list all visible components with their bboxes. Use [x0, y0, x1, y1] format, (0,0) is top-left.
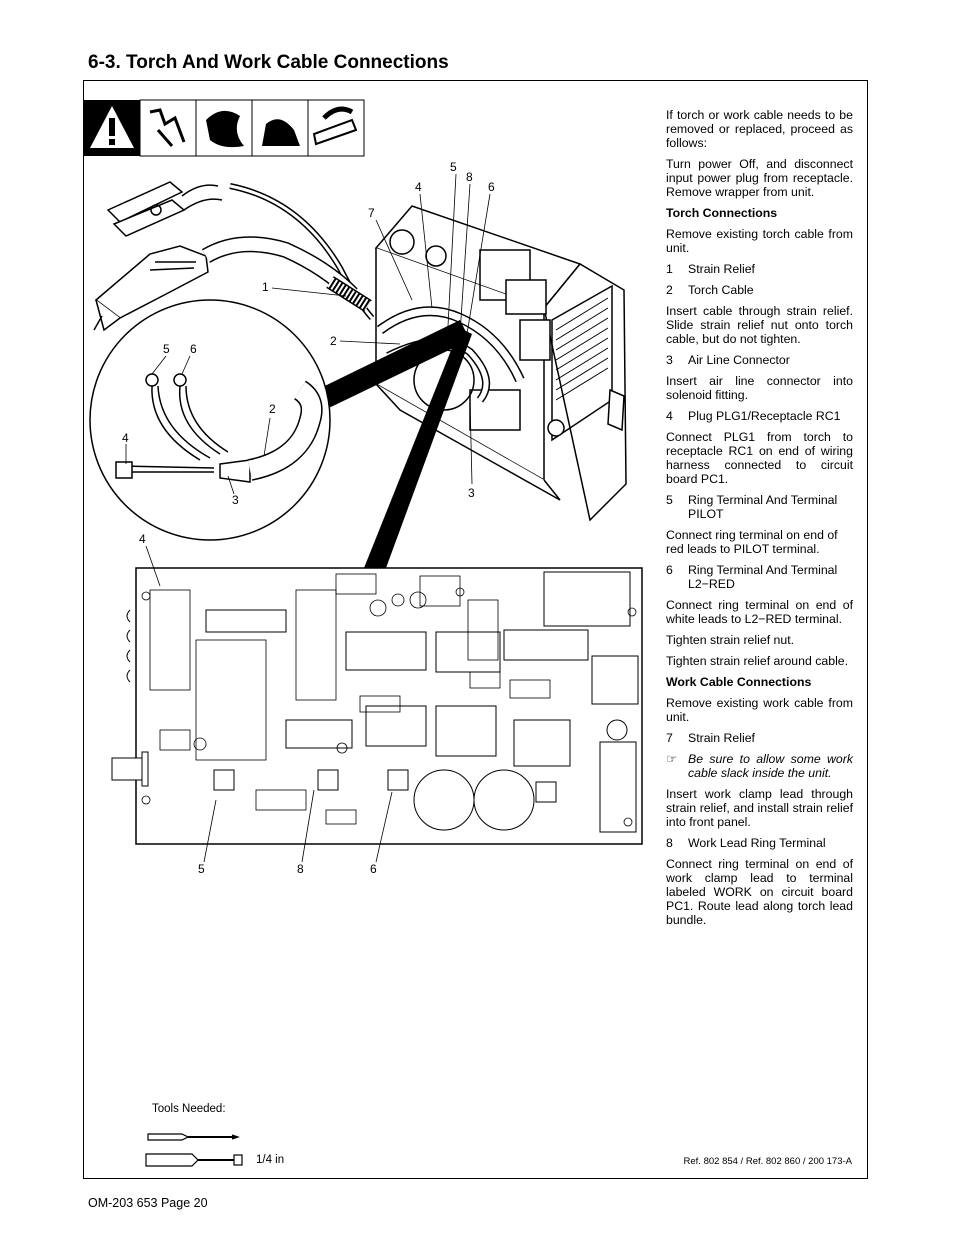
reference-number: Ref. 802 854 / Ref. 802 860 / 200 173-A	[683, 1156, 852, 1167]
callout-2-circle: 2	[269, 402, 276, 416]
callout-6-circle: 6	[190, 342, 197, 356]
instructions-column: If torch or work cable needs to be remov…	[666, 108, 853, 934]
tool-size-label: 1/4 in	[256, 1154, 285, 1166]
pointing-hand-icon: ☞	[666, 752, 678, 766]
connect-red-text: Connect ring terminal on end of red lead…	[666, 528, 838, 556]
work-connections-heading: Work Cable Connections	[666, 675, 812, 689]
callout-7-top: 7	[368, 206, 375, 220]
callout-1-top: 1	[262, 280, 269, 294]
intro-text: If torch or work cable needs to be remov…	[666, 108, 853, 150]
remove-torch-text: Remove existing torch cable from unit.	[666, 227, 853, 255]
note: ☞Be sure to allow some work cable slack …	[666, 752, 853, 780]
leader-lines	[125, 173, 491, 863]
plasma-torch	[93, 236, 372, 332]
callout-4-circle: 4	[122, 431, 129, 445]
page-footer: OM-203 653 Page 20	[88, 1196, 208, 1210]
callout-5-top: 5	[450, 160, 457, 174]
remove-work-text: Remove existing work cable from unit.	[666, 696, 853, 724]
callout-5-circle: 5	[163, 342, 170, 356]
tools-needed-label: Tools Needed:	[152, 1103, 226, 1115]
callout-5-bottom: 5	[198, 862, 205, 876]
callout-3-top: 3	[468, 486, 475, 500]
callout-6-top: 6	[488, 180, 495, 194]
callout-6-bottom: 6	[370, 862, 377, 876]
connect-plg-text: Connect PLG1 from torch to receptacle RC…	[666, 430, 853, 486]
tighten-relief-text: Tighten strain relief around cable.	[666, 654, 849, 668]
torch-connections-heading: Torch Connections	[666, 206, 778, 220]
safety-symbols	[84, 99, 365, 157]
power-off-text: Turn power Off, and disconnect input pow…	[666, 157, 853, 199]
detail-pointers	[296, 320, 472, 568]
connect-work-text: Connect ring terminal on end of work cla…	[666, 857, 853, 927]
callout-8-top: 8	[466, 170, 473, 184]
content-frame	[83, 80, 868, 1179]
tools-graphic	[145, 1133, 243, 1167]
callout-4-board: 4	[139, 532, 146, 546]
page-title: 6-3. Torch And Work Cable Connections	[88, 52, 449, 73]
insert-air-text: Insert air line connector into solenoid …	[666, 374, 853, 402]
connect-white-text: Connect ring terminal on end of white le…	[666, 598, 853, 626]
tighten-nut-text: Tighten strain relief nut.	[666, 633, 795, 647]
insert-work-text: Insert work clamp lead through strain re…	[666, 787, 853, 829]
detail-circle	[89, 299, 331, 541]
callout-3-circle: 3	[232, 493, 239, 507]
circuit-board-pc1	[111, 567, 643, 845]
insert-cable-text: Insert cable through strain relief. Slid…	[666, 304, 853, 346]
callout-8-bottom: 8	[297, 862, 304, 876]
callout-4-top: 4	[415, 180, 422, 194]
callout-2-top: 2	[330, 334, 337, 348]
